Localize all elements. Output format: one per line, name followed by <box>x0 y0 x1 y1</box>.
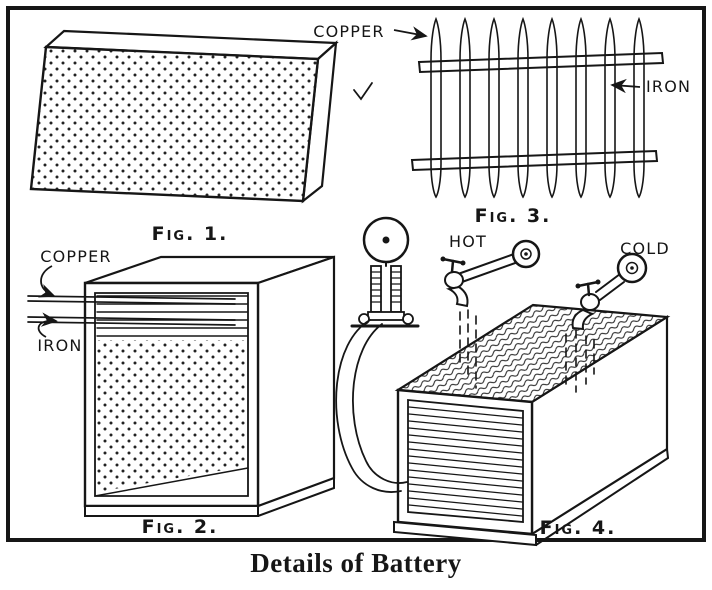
fig4-electric-bell <box>335 216 420 493</box>
fig2-iron-label: IRON <box>37 336 82 355</box>
bell-wire <box>335 319 402 493</box>
bell-wire <box>352 323 408 484</box>
fig2-label: Fig. 2. <box>142 516 219 538</box>
fig2-copper-wire <box>27 295 236 305</box>
fig4-hot-faucet <box>440 239 541 389</box>
fig4-cold-label: COLD <box>620 239 670 258</box>
hand-mark <box>353 82 373 101</box>
fig1-label: Fig. 1. <box>152 223 229 245</box>
fig3-copper-arrow <box>393 26 428 41</box>
caption: Details of Battery <box>250 548 461 578</box>
border-frame <box>6 6 706 542</box>
fig2-iron-wire <box>27 316 236 326</box>
fig3-copper-label: COPPER <box>313 22 385 41</box>
fig1-perforated-plate <box>29 29 339 204</box>
fig4-hot-label: HOT <box>449 232 487 251</box>
fig2-iron-arrow <box>37 312 58 338</box>
fig2-box <box>83 255 336 517</box>
fig3-electrode-grid <box>353 16 665 199</box>
cold-spout <box>571 308 595 331</box>
hot-spout <box>445 285 469 308</box>
fig3-iron-label: IRON <box>646 77 691 96</box>
fig4-label: Fig. 4. <box>540 517 617 539</box>
fig3-label: Fig. 3. <box>475 205 552 227</box>
fig4-battery-box <box>393 303 671 547</box>
fig3-iron-arrow <box>610 78 641 94</box>
fig2-copper-arrow <box>37 265 56 298</box>
fig4-cold-faucet <box>565 252 648 393</box>
fig2-copper-label: COPPER <box>40 247 112 266</box>
